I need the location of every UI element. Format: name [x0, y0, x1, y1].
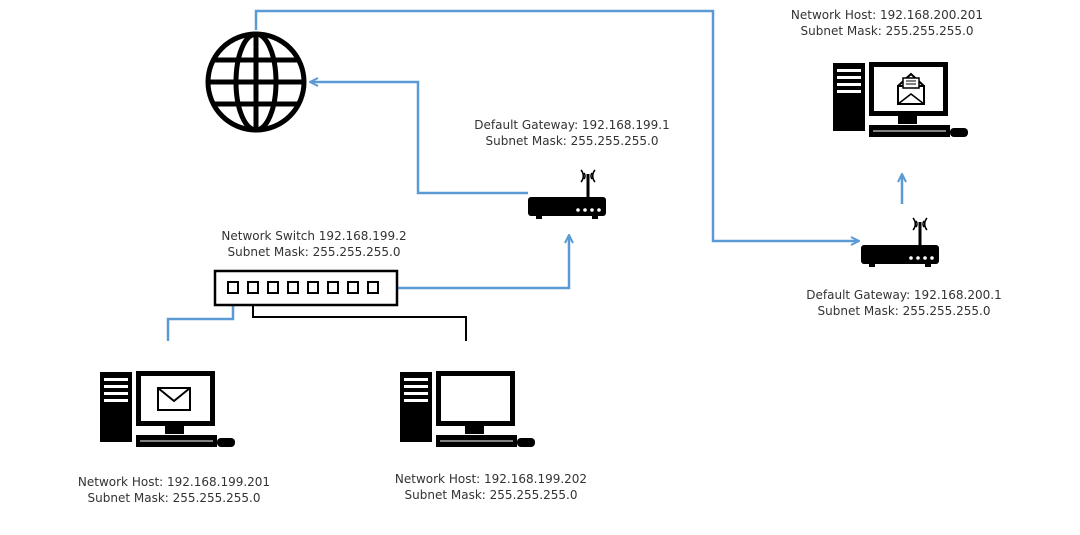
- host-remote-label: Network Host: 192.168.200.201 Subnet Mas…: [781, 7, 993, 39]
- host-remote-subnet: Subnet Mask: 255.255.255.0: [800, 24, 974, 38]
- switch-label: Network Switch 192.168.199.2 Subnet Mask…: [208, 228, 420, 260]
- host-201-subnet: Subnet Mask: 255.255.255.0: [87, 491, 261, 505]
- link-host201-to-switch: [166, 298, 233, 341]
- computer-mail-icon: [100, 371, 235, 447]
- host-202-subnet: Subnet Mask: 255.255.255.0: [404, 488, 578, 502]
- router-main-gateway: Default Gateway: 192.168.199.1: [474, 118, 670, 132]
- link-switch-to-router: [374, 235, 569, 290]
- router-icon: [861, 217, 939, 267]
- network-switch-icon: [213, 269, 399, 307]
- globe-icon: [205, 31, 307, 133]
- connectors: [166, 9, 902, 341]
- host-201-address: Network Host: 192.168.199.201: [77, 475, 271, 489]
- computer-icon: [400, 371, 535, 447]
- router-main-label: Default Gateway: 192.168.199.1 Subnet Ma…: [466, 117, 678, 149]
- router-icon: [528, 169, 606, 219]
- host-202-label: Network Host: 192.168.199.202 Subnet Mas…: [385, 471, 597, 503]
- router-main-subnet: Subnet Mask: 255.255.255.0: [485, 134, 659, 148]
- host-201-label: Network Host: 192.168.199.201 Subnet Mas…: [68, 474, 280, 506]
- wire-switch-to-host202: [252, 298, 467, 341]
- switch-subnet: Subnet Mask: 255.255.255.0: [227, 245, 401, 259]
- host-202-address: Network Host: 192.168.199.202: [394, 472, 588, 486]
- link-internet-to-remote-router: [254, 9, 859, 241]
- computer-open-mail-icon: [833, 62, 968, 137]
- host-remote-address: Network Host: 192.168.200.201: [790, 8, 984, 22]
- link-router-to-internet: [310, 82, 528, 195]
- router-remote-label: Default Gateway: 192.168.200.1 Subnet Ma…: [798, 287, 1010, 319]
- router-remote-gateway: Default Gateway: 192.168.200.1: [806, 288, 1002, 302]
- router-remote-subnet: Subnet Mask: 255.255.255.0: [817, 304, 991, 318]
- switch-address: Network Switch 192.168.199.2: [221, 229, 407, 243]
